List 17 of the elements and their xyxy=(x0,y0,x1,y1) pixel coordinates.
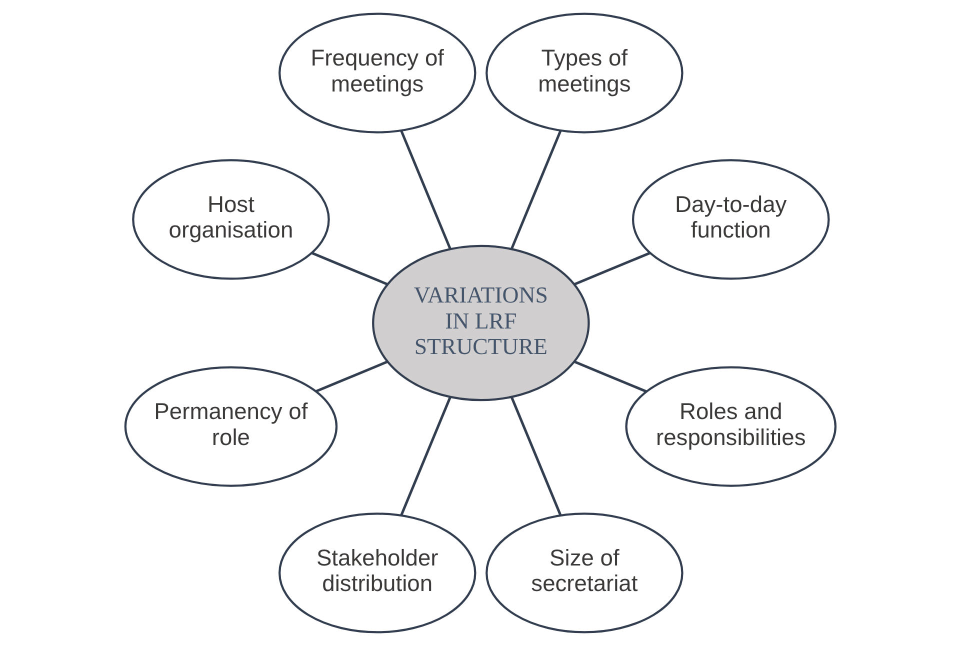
node-ellipse: Frequency of meetings xyxy=(278,12,476,134)
connector xyxy=(310,252,388,286)
node-ellipse: Types of meetings xyxy=(485,12,683,134)
node-ellipse: Permanency of role xyxy=(124,366,338,487)
connector xyxy=(574,360,646,393)
node-ellipse: VARIATIONS IN LRF STRUCTURE xyxy=(372,244,590,402)
connector xyxy=(314,360,388,393)
node-ellipse: Day-to-day function xyxy=(632,159,830,280)
connector xyxy=(400,396,451,516)
connector xyxy=(510,130,562,250)
connector xyxy=(400,130,451,250)
connector xyxy=(510,396,562,516)
node-ellipse: Stakeholder distribution xyxy=(278,512,476,634)
node-ellipse: Roles and responsibilities xyxy=(624,366,836,487)
connector xyxy=(574,252,650,286)
node-ellipse: Host organisation xyxy=(132,159,330,280)
node-ellipse: Size of secretariat xyxy=(485,512,683,634)
